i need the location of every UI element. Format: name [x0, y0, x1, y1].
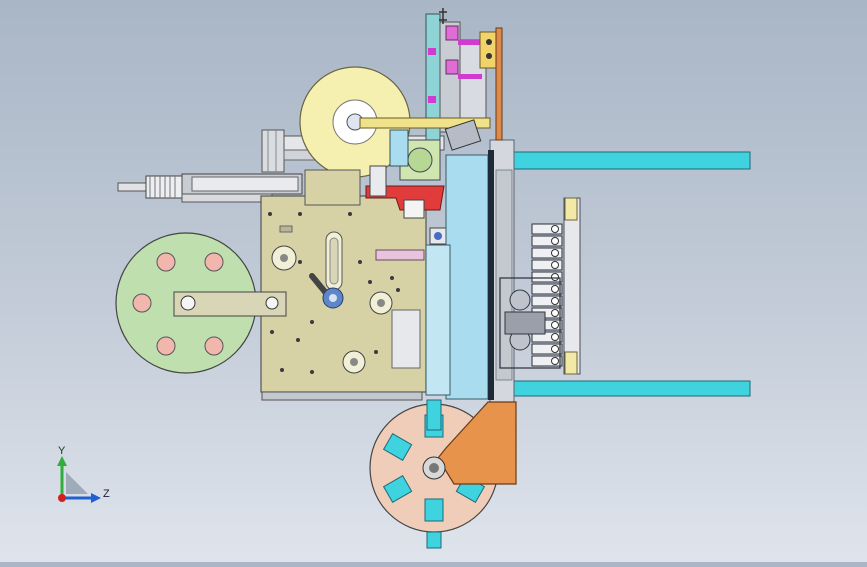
upper-cyan-rail [489, 151, 751, 170]
actuator-port [551, 225, 559, 233]
plate-hole [268, 212, 272, 216]
actuator-port [551, 345, 559, 353]
actuator-cell [531, 247, 563, 259]
plate-hole [358, 260, 362, 264]
plate-hole [310, 320, 314, 324]
wheel-segment [424, 498, 444, 522]
actuator-cell [531, 343, 563, 355]
plate-hole [396, 288, 400, 292]
actuator-port [551, 261, 559, 269]
plate-hole [374, 350, 378, 354]
label-reel [299, 66, 411, 178]
actuator-cell [531, 271, 563, 283]
axis-triad: Y Z [57, 445, 110, 503]
wheel-segment [382, 475, 413, 503]
actuator-stack [499, 197, 581, 375]
actuator-cell [531, 295, 563, 307]
index-wheel [369, 399, 517, 549]
plate-hole [298, 212, 302, 216]
plate-hole [310, 370, 314, 374]
actuator-port [551, 321, 559, 329]
main-side-plate [260, 169, 427, 401]
feed-mechanism [359, 117, 491, 245]
lower-cyan-rail [489, 380, 751, 397]
plate-hole [368, 280, 372, 284]
plate-hole [348, 212, 352, 216]
actuator-cell [531, 283, 563, 295]
plate-hole [280, 368, 284, 372]
actuator-port [551, 273, 559, 281]
actuator-port [551, 333, 559, 341]
rotary-disc [115, 232, 287, 374]
actuator-port [551, 285, 559, 293]
actuator-cell [531, 331, 563, 343]
y-axis-label: Y [58, 445, 66, 457]
wheel-segment [382, 433, 413, 461]
plate-hole [390, 276, 394, 280]
actuator-port [551, 309, 559, 317]
plate-hole [298, 260, 302, 264]
horizontal-cylinder [117, 173, 303, 203]
actuator-cell [531, 259, 563, 271]
actuator-port [551, 237, 559, 245]
plate-hole [296, 338, 300, 342]
actuator-port [551, 249, 559, 257]
actuator-cell [531, 223, 563, 235]
actuator-cell [531, 355, 563, 367]
center-panels [375, 150, 494, 400]
z-axis-label: Z [103, 488, 110, 500]
actuator-port [551, 357, 559, 365]
right-frame [489, 139, 751, 403]
actuator-port [551, 297, 559, 305]
actuator-cell [531, 235, 563, 247]
plate-hole [270, 330, 274, 334]
